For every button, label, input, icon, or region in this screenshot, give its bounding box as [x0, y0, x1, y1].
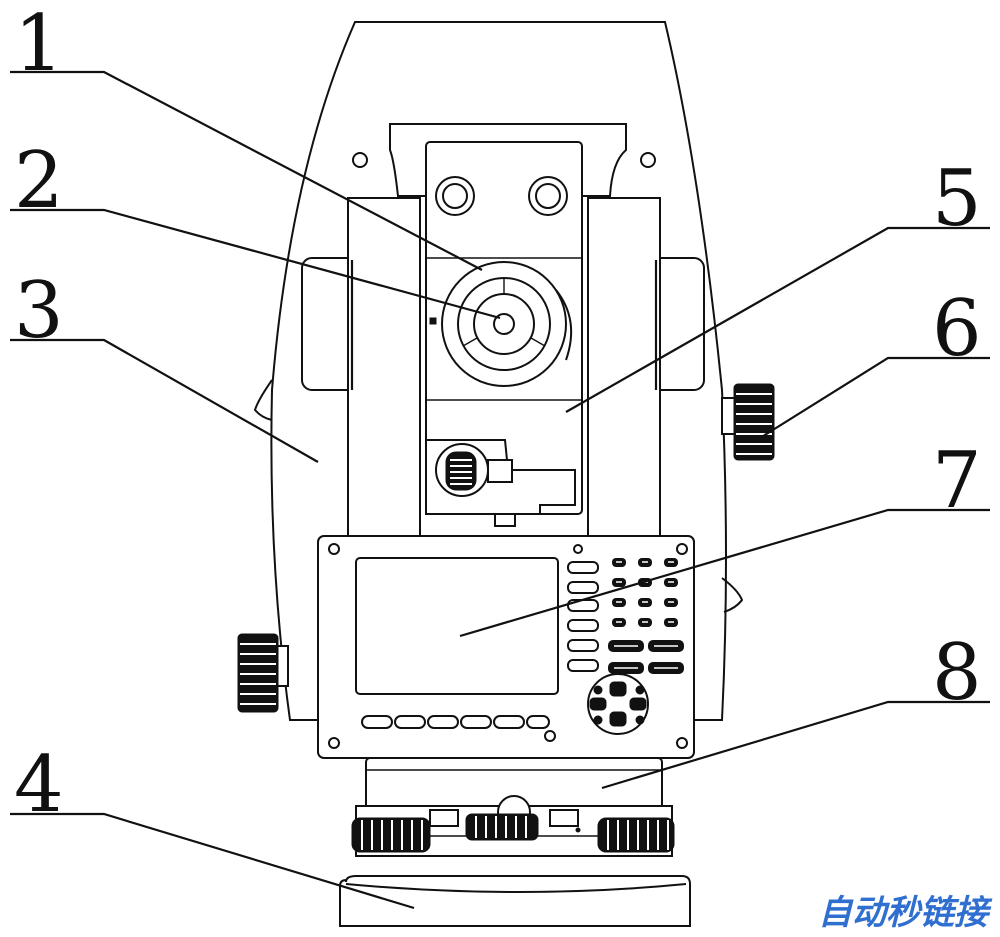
leader-lines — [10, 70, 990, 910]
leveling-screw-left — [351, 817, 431, 853]
label-6: 6 — [932, 284, 982, 374]
label-7: 7 — [932, 436, 982, 526]
watermark-text: 自动秒链接 — [818, 893, 993, 933]
leveling-screw-right — [597, 817, 675, 853]
function-keys-row — [361, 715, 556, 742]
tribrach — [351, 757, 675, 857]
base-plate — [339, 875, 691, 927]
numeric-keypad — [608, 558, 684, 674]
vertical-clamp-knob — [435, 443, 513, 497]
label-3: 3 — [14, 266, 64, 356]
objective-lens — [429, 261, 573, 387]
control-panel — [317, 535, 695, 759]
leveling-screw-center — [465, 813, 539, 841]
left-tangent-knob — [237, 633, 289, 713]
side-keys — [567, 561, 599, 672]
callout-labels: 1 2 3 4 5 6 7 8 — [14, 0, 982, 830]
navigation-pad — [587, 673, 649, 735]
label-5: 5 — [932, 154, 982, 244]
label-8: 8 — [932, 628, 982, 718]
label-2: 2 — [14, 136, 64, 226]
right-tangent-knob — [721, 383, 775, 461]
label-1: 1 — [14, 0, 64, 89]
label-4: 4 — [14, 740, 64, 830]
